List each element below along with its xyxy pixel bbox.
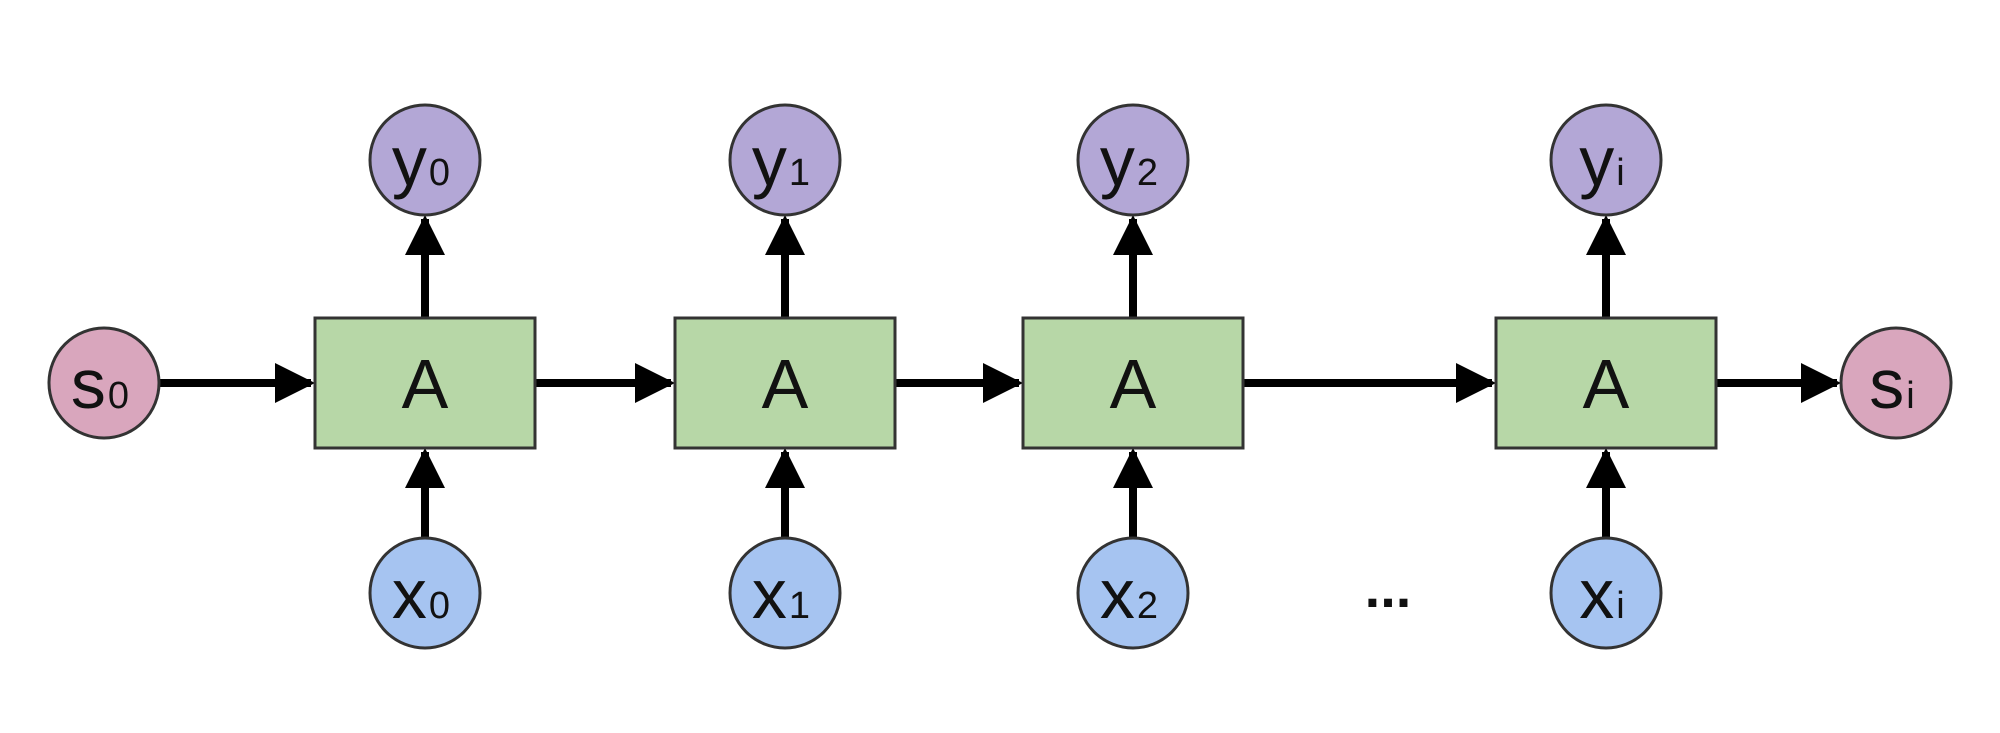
output-node-2-circle bbox=[1076, 103, 1190, 217]
output-node-0-label: y0 bbox=[392, 122, 450, 200]
output-node-1-circle bbox=[728, 103, 842, 217]
output-node-2: y2 bbox=[1076, 103, 1190, 217]
input-node-0-circle bbox=[368, 536, 482, 650]
output-node-0: y0 bbox=[368, 103, 482, 217]
initial-state-node-subscript: 0 bbox=[108, 375, 129, 417]
input-node-3-label: xi bbox=[1579, 555, 1624, 633]
cell-3-box bbox=[1494, 316, 1718, 450]
output-node-0-circle bbox=[368, 103, 482, 217]
output-node-3-label: yi bbox=[1579, 122, 1624, 200]
initial-state-node: s0 bbox=[47, 326, 161, 440]
ellipsis-label: ... bbox=[1365, 556, 1412, 619]
cell-3-label: A bbox=[1583, 345, 1630, 423]
input-node-1-main: x bbox=[752, 555, 787, 633]
input-node-0-label: x0 bbox=[392, 555, 450, 633]
output-node-1-subscript: 1 bbox=[789, 152, 810, 194]
edges-layer bbox=[159, 215, 1841, 538]
output-node-2-subscript: 2 bbox=[1137, 152, 1158, 194]
output-node-1-label: y1 bbox=[752, 122, 810, 200]
output-node-3-main: y bbox=[1579, 122, 1614, 200]
cell-2-label: A bbox=[1110, 345, 1157, 423]
input-node-1-circle bbox=[728, 536, 842, 650]
output-node-2-label: y2 bbox=[1100, 122, 1158, 200]
input-node-0-subscript: 0 bbox=[429, 585, 450, 627]
input-node-0: x0 bbox=[368, 536, 482, 650]
initial-state-node-circle bbox=[47, 326, 161, 440]
input-node-1-label: x1 bbox=[752, 555, 810, 633]
cell-0-box bbox=[313, 316, 537, 450]
final-state-node: si bbox=[1839, 326, 1953, 440]
final-state-node-subscript: i bbox=[1906, 375, 1914, 417]
cell-3: A bbox=[1494, 316, 1718, 450]
cell-1: A bbox=[673, 316, 897, 450]
initial-state-node-label: s0 bbox=[71, 345, 129, 423]
output-node-3: yi bbox=[1549, 103, 1663, 217]
input-node-3-main: x bbox=[1579, 555, 1614, 633]
input-node-1: x1 bbox=[728, 536, 842, 650]
output-node-1-main: y bbox=[752, 122, 787, 200]
final-state-node-circle bbox=[1839, 326, 1953, 440]
final-state-node-label: si bbox=[1869, 345, 1914, 423]
cell-2: A bbox=[1021, 316, 1245, 450]
output-node-3-subscript: i bbox=[1616, 152, 1624, 194]
output-node-0-subscript: 0 bbox=[429, 152, 450, 194]
cell-1-label: A bbox=[762, 345, 809, 423]
output-node-1: y1 bbox=[728, 103, 842, 217]
cell-2-box bbox=[1021, 316, 1245, 450]
output-node-3-circle bbox=[1549, 103, 1663, 217]
cell-0-label: A bbox=[402, 345, 449, 423]
input-node-2-main: x bbox=[1100, 555, 1135, 633]
input-node-1-subscript: 1 bbox=[789, 585, 810, 627]
input-node-3-subscript: i bbox=[1616, 585, 1624, 627]
input-node-2-circle bbox=[1076, 536, 1190, 650]
output-node-2-main: y bbox=[1100, 122, 1135, 200]
cell-1-box bbox=[673, 316, 897, 450]
input-node-2-label: x2 bbox=[1100, 555, 1158, 633]
input-node-3-circle bbox=[1549, 536, 1663, 650]
input-node-2: x2 bbox=[1076, 536, 1190, 650]
input-node-2-subscript: 2 bbox=[1137, 585, 1158, 627]
cell-0: A bbox=[313, 316, 537, 450]
input-node-0-main: x bbox=[392, 555, 427, 633]
input-node-3: xi bbox=[1549, 536, 1663, 650]
initial-state-node-main: s bbox=[71, 345, 106, 423]
final-state-node-main: s bbox=[1869, 345, 1904, 423]
output-node-0-main: y bbox=[392, 122, 427, 200]
